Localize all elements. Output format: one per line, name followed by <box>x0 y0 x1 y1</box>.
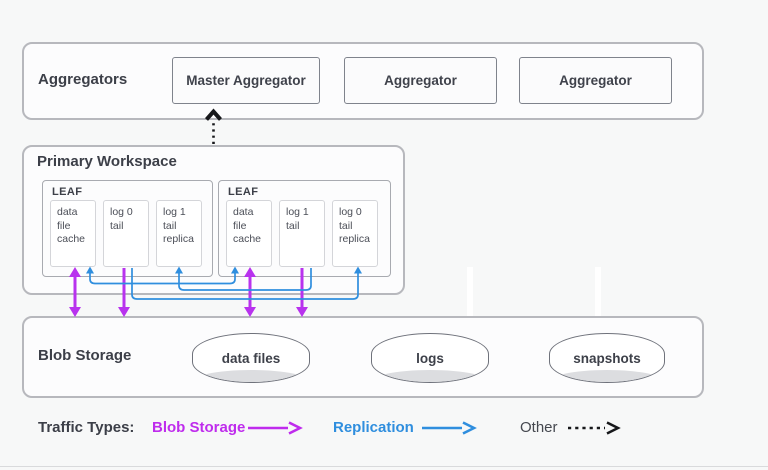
primary-workspace-title: Primary Workspace <box>37 153 177 170</box>
leaf2-data-file-cache: data file cache <box>226 200 272 267</box>
aggregator-label-1: Aggregator <box>384 73 457 88</box>
snapshots-label: snapshots <box>573 350 641 366</box>
leaf2-log0-tail-replica: log 0 tail replica <box>332 200 378 267</box>
logs-label: logs <box>416 350 444 366</box>
legend-blob-arrow-icon <box>248 421 303 435</box>
legend-title: Traffic Types: <box>38 419 135 436</box>
legend-replication-label: Replication <box>333 419 414 436</box>
master-aggregator-node: Master Aggregator <box>172 57 320 104</box>
leaf1-data-file-cache: data file cache <box>50 200 96 267</box>
legend-other-label: Other <box>520 419 558 436</box>
legend-replication-arrow-icon <box>422 421 477 435</box>
page-bottom-divider <box>0 466 768 467</box>
hidden-connector-bar-2 <box>595 267 601 316</box>
leaf1-log1-tail-replica: log 1 tail replica <box>156 200 202 267</box>
legend-blob-storage-label: Blob Storage <box>152 419 246 436</box>
leaf-1-title: LEAF <box>52 186 83 198</box>
snapshots-cylinder: snapshots <box>549 333 665 383</box>
blob-storage-title: Blob Storage <box>38 347 132 364</box>
aggregator-node-1: Aggregator <box>344 57 497 104</box>
data-files-label: data files <box>221 350 281 366</box>
legend-other-arrow-icon <box>568 421 621 435</box>
aggregator-node-2: Aggregator <box>519 57 672 104</box>
leaf1-log0-tail: log 0 tail <box>103 200 149 267</box>
data-files-cylinder: data files <box>192 333 310 383</box>
master-aggregator-label: Master Aggregator <box>186 73 306 88</box>
leaf2-log1-tail: log 1 tail <box>279 200 325 267</box>
hidden-connector-bar-1 <box>467 267 473 316</box>
leaf-2-title: LEAF <box>228 186 259 198</box>
aggregators-title: Aggregators <box>38 71 128 88</box>
logs-cylinder: logs <box>371 333 489 383</box>
aggregator-label-2: Aggregator <box>559 73 632 88</box>
